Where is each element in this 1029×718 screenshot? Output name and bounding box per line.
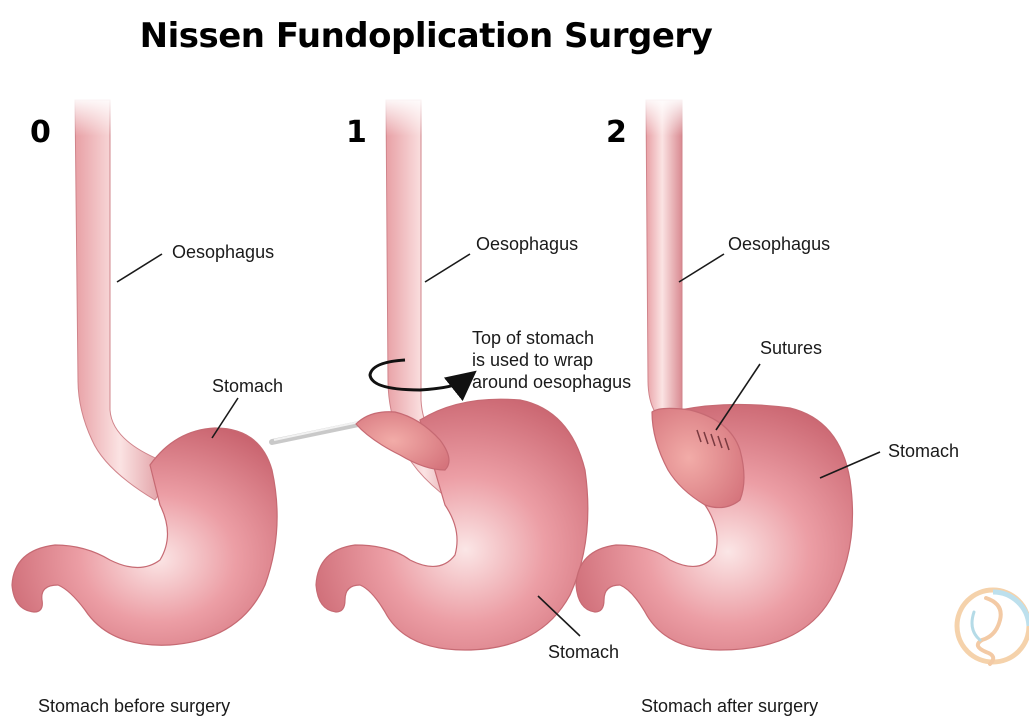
- stomach-shape: [316, 399, 588, 650]
- oesophagus-tube: [646, 100, 682, 420]
- page-title: Nissen Fundoplication Surgery: [140, 16, 713, 56]
- panel-number: 0: [30, 115, 51, 150]
- oesophagus-label: Oesophagus: [476, 234, 578, 254]
- wrap-note-line-1: Top of stomach: [472, 328, 594, 348]
- stomach-label: Stomach: [548, 642, 619, 662]
- oesophagus-tube: [75, 100, 175, 500]
- caption-before-surgery: Stomach before surgery: [38, 696, 230, 716]
- panel-number: 1: [346, 115, 367, 150]
- sutures-label: Sutures: [760, 338, 822, 358]
- panel-0: 0 Oesophagus Stomach: [12, 96, 283, 645]
- digestive-system-logo-icon: [957, 590, 1029, 664]
- caption-after-surgery: Stomach after surgery: [641, 696, 818, 716]
- panel-2: 2 Oesophagus Sutures Stomach: [576, 96, 959, 650]
- wrap-note-line-3: around oesophagus: [472, 372, 631, 392]
- oesophagus-label: Oesophagus: [728, 234, 830, 254]
- oesophagus-label: Oesophagus: [172, 242, 274, 262]
- stomach-label: Stomach: [888, 441, 959, 461]
- panel-number: 2: [606, 115, 627, 150]
- wrap-note-line-2: is used to wrap: [472, 350, 593, 370]
- stomach-label: Stomach: [212, 376, 283, 396]
